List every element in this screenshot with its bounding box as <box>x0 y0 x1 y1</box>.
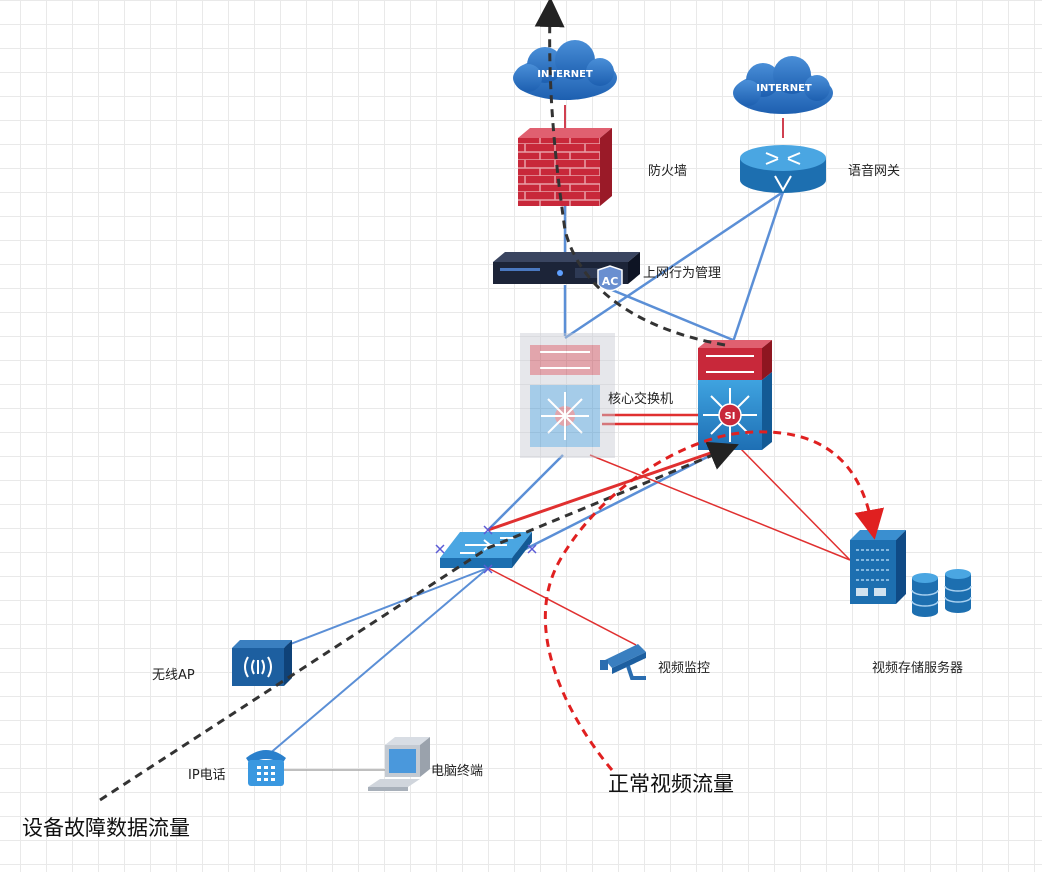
link-core-right-storage <box>739 447 851 561</box>
x-mark <box>527 544 537 554</box>
link-core-right-access <box>487 446 726 570</box>
wireless-ap-icon <box>232 640 292 686</box>
link-core-left-storage <box>589 454 851 561</box>
ip-phone-icon <box>246 750 286 786</box>
internet-cloud-right: INTERNET <box>733 56 833 114</box>
access-switch-icon <box>440 532 532 568</box>
database-icon <box>911 569 972 617</box>
pc-terminal-icon <box>368 737 430 791</box>
wireless-ap-label: 无线AP <box>152 668 195 683</box>
fault-marks <box>435 525 537 574</box>
ac-appliance-icon: AC <box>493 252 640 292</box>
link-access-ap <box>261 567 489 656</box>
internet-right-label: INTERNET <box>756 83 812 94</box>
video-storage-label: 视频存储服务器 <box>872 661 964 676</box>
fault-flow-path <box>99 441 739 802</box>
core-switch-label: 核心交换机 <box>608 392 674 407</box>
x-mark <box>435 544 445 554</box>
internet-left-label: INTERNET <box>537 69 593 80</box>
video-flow-path <box>543 430 885 771</box>
pc-terminal-label: 电脑终端 <box>431 764 484 779</box>
firewall-label: 防火墙 <box>648 164 688 179</box>
link-access-camera <box>487 567 637 646</box>
x-mark <box>483 564 493 574</box>
firewall-icon <box>518 128 612 206</box>
fault-flow-up-path <box>534 0 726 347</box>
cloud-icon <box>733 56 833 114</box>
links <box>261 105 851 771</box>
si-badge: SI <box>725 411 736 422</box>
link-access-core-red <box>487 446 726 532</box>
video-monitor-label: 视频监控 <box>658 661 711 676</box>
link-access-phone <box>267 567 489 756</box>
ac-badge: AC <box>602 275 619 288</box>
x-mark <box>483 525 493 535</box>
fault-flow-label: 设备故障数据流量 <box>22 816 190 840</box>
core-switch-standby-icon <box>520 333 615 458</box>
link-gateway-core-right <box>731 191 785 343</box>
link-ac-core-right <box>599 283 734 342</box>
behavior-mgmt-label: 上网行为管理 <box>643 266 722 281</box>
internet-cloud-left: INTERNET <box>513 40 617 100</box>
core-switch-active-icon: SI <box>698 340 772 450</box>
cloud-icon <box>513 40 617 100</box>
camera-icon <box>600 644 646 680</box>
storage-server-icon <box>850 530 906 604</box>
router-icon <box>740 145 826 193</box>
link-core-left-access <box>487 454 564 531</box>
voice-gateway-label: 语音网关 <box>848 164 901 179</box>
link-gateway-core-left <box>564 190 784 340</box>
normal-video-flow-label: 正常视频流量 <box>608 772 734 796</box>
ip-phone-label: IP电话 <box>188 768 226 783</box>
